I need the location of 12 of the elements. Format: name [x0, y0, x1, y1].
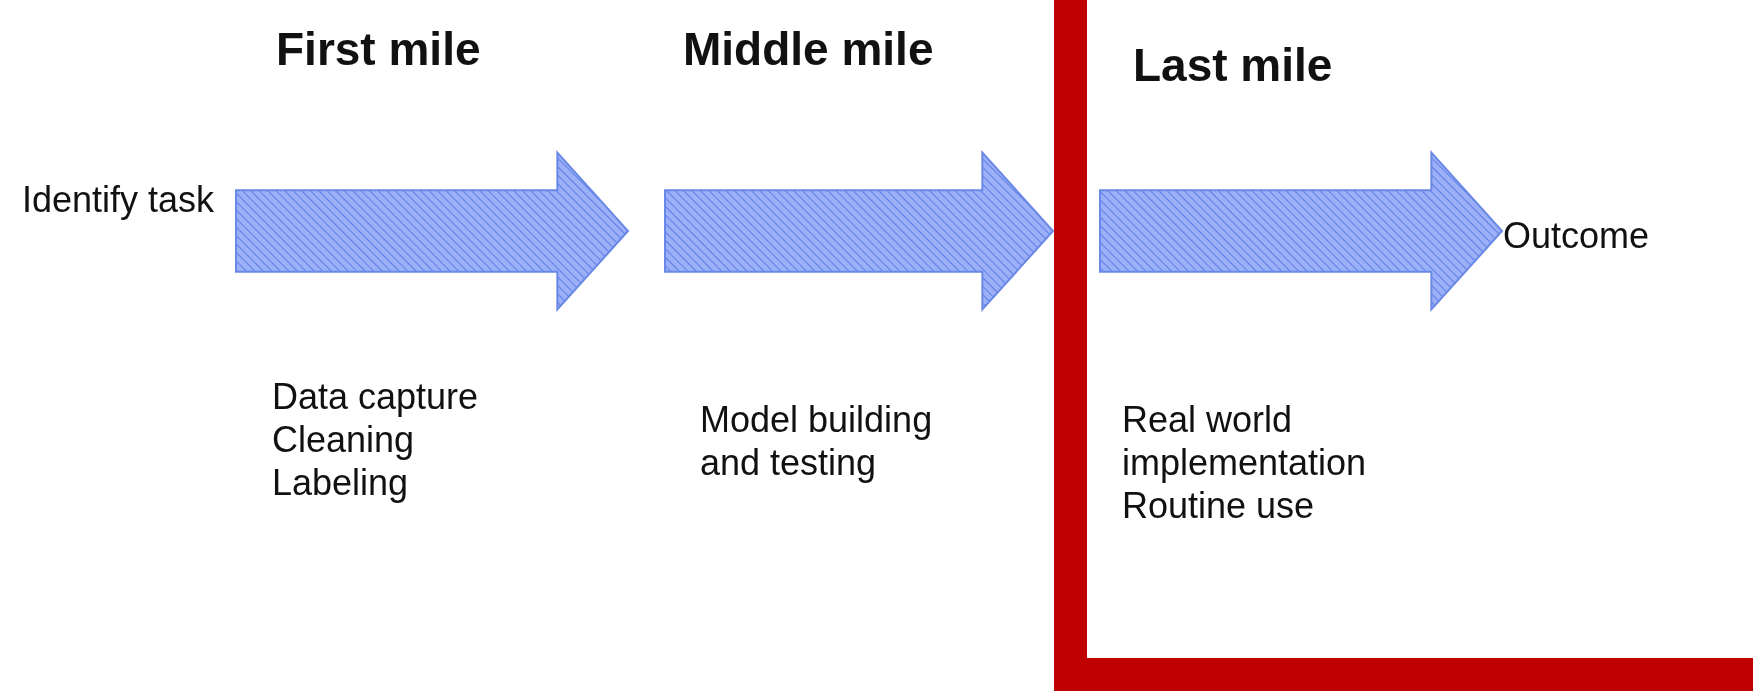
block-arrow: [235, 149, 630, 313]
step-description: Real world implementation Routine use: [1122, 398, 1368, 528]
block-arrow: [1099, 149, 1504, 313]
phase-heading: Middle mile: [683, 22, 934, 76]
step-description: Model building and testing: [700, 398, 934, 485]
end-label: Outcome: [1503, 214, 1683, 258]
phase-heading: Last mile: [1133, 38, 1333, 92]
step-description: Data capture Cleaning Labeling: [272, 375, 480, 505]
highlight-frame: [1054, 0, 1753, 691]
block-arrow: [664, 149, 1055, 313]
start-label: Identify task: [22, 178, 234, 222]
phase-heading: First mile: [276, 22, 481, 76]
